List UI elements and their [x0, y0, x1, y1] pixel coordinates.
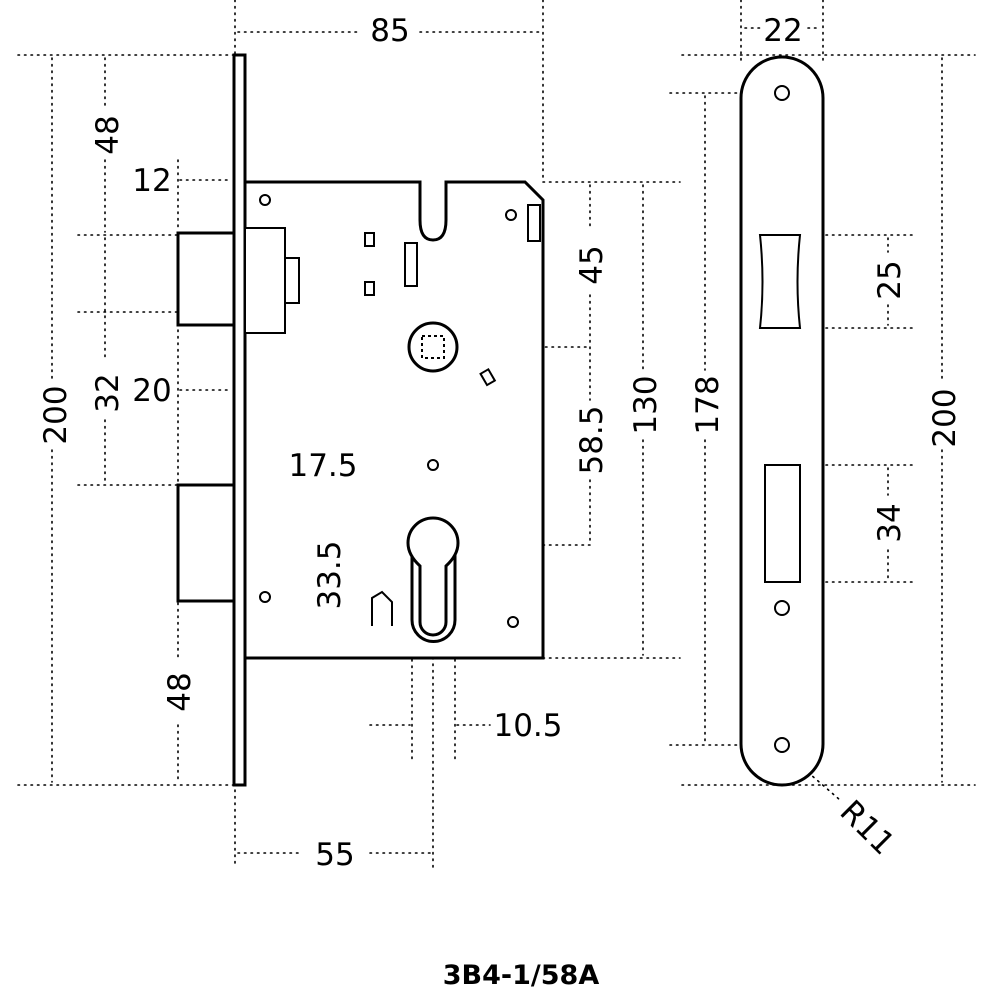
dim-strike-latch: 25	[872, 260, 908, 299]
strike-screw-hole	[774, 737, 790, 753]
strike-screw-hole	[774, 600, 790, 616]
dim-latch-window: 45	[574, 245, 610, 284]
lock-body	[176, 53, 545, 787]
dim-faceplate-width: 22	[763, 13, 802, 49]
latch-tab	[284, 257, 300, 304]
screw-hole	[507, 616, 519, 628]
screw-hole	[505, 209, 517, 221]
slot	[364, 281, 375, 296]
slot	[479, 367, 497, 387]
dim-strike-bolt: 34	[872, 503, 908, 542]
dim-overall-height-right: 200	[927, 388, 963, 447]
dim-center-distance: 58.5	[574, 405, 610, 474]
dim-spindle-cylinder: 17.5	[288, 448, 357, 484]
latch-window	[758, 234, 802, 329]
dim-cylinder-height: 33.5	[312, 540, 348, 609]
slot	[364, 232, 375, 247]
dim-bottom-to-bolt: 48	[162, 672, 198, 711]
bolt-window	[764, 464, 801, 583]
dim-backset: 55	[315, 837, 354, 873]
cam-notch	[371, 590, 393, 626]
strike-plate-body	[739, 55, 825, 787]
spindle-square	[421, 335, 445, 359]
dim-body-depth: 85	[370, 13, 409, 49]
dim-faceplate-offset: 12	[132, 163, 171, 199]
dead-bolt	[176, 483, 236, 603]
dim-case-height: 130	[628, 375, 664, 434]
slot	[404, 242, 418, 287]
dim-overall-height-left: 200	[38, 385, 74, 444]
dim-bolt-offset: 20	[132, 373, 171, 409]
dim-top-to-latch: 48	[90, 115, 126, 154]
cylinder-profile	[406, 516, 460, 637]
strike-screw-hole	[774, 85, 790, 101]
screw-hole	[259, 591, 271, 603]
dim-latch-to-bolt: 32	[90, 373, 126, 412]
lock-case	[243, 180, 545, 660]
case-tab	[527, 204, 541, 242]
model-label: 3B4-1/58A	[443, 960, 600, 991]
latch-bolt	[176, 231, 236, 327]
latch-mechanism	[244, 227, 286, 334]
dim-screw-distance: 178	[690, 375, 726, 434]
strike-plate	[739, 55, 825, 787]
dim-corner-radius: R11	[833, 794, 902, 863]
faceplate	[232, 53, 247, 787]
dim-cylinder-width: 10.5	[493, 708, 562, 744]
pivot-hole	[427, 459, 439, 471]
screw-hole	[259, 194, 271, 206]
